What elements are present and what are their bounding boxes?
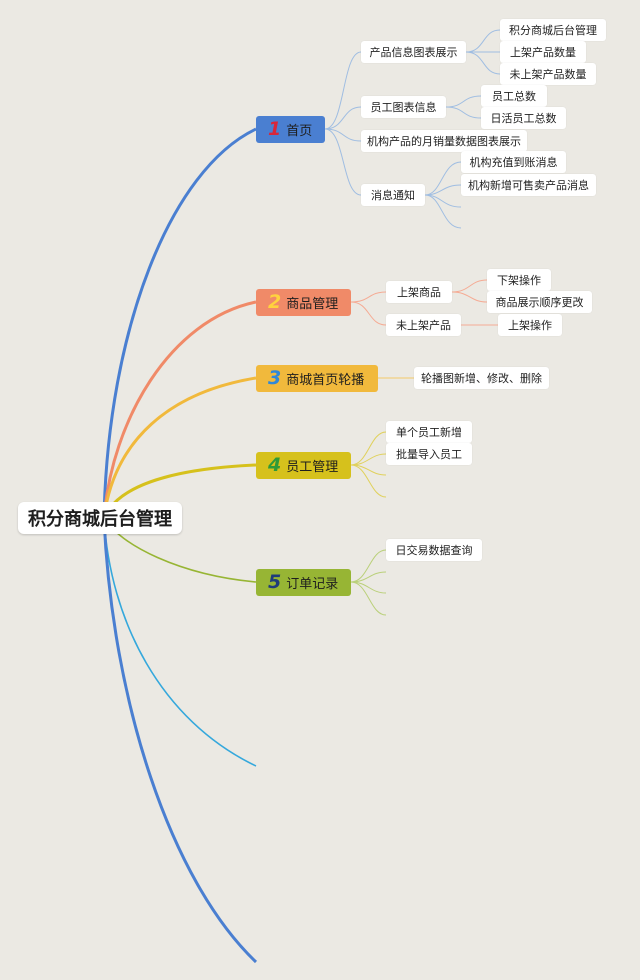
node-listed-goods-item-2[interactable]: 商品展示顺序更改 <box>487 291 592 313</box>
branch-4-label: 员工管理 <box>286 460 339 475</box>
branch-1-label: 首页 <box>286 124 313 139</box>
branch-1-node[interactable]: 1 首页 <box>256 116 325 143</box>
node-product-chart[interactable]: 产品信息图表展示 <box>361 41 466 63</box>
node-batch-import-staff[interactable]: 批量导入员工 <box>386 443 472 465</box>
root-node[interactable]: 积分商城后台管理 <box>18 502 182 534</box>
node-add-single-staff[interactable]: 单个员工新增 <box>386 421 472 443</box>
connector-root-branch-2 <box>102 300 257 519</box>
branch-2-node[interactable]: 2 商品管理 <box>256 289 351 316</box>
node-product-chart-item-3[interactable]: 未上架产品数量 <box>500 63 596 85</box>
branch-2-number: 2 <box>268 291 282 313</box>
branch-4-node[interactable]: 4 员工管理 <box>256 452 351 479</box>
node-listed-goods-item-1[interactable]: 下架操作 <box>487 269 551 291</box>
connector-root-branch-1 <box>102 127 257 519</box>
node-staff-chart[interactable]: 员工图表信息 <box>361 96 446 118</box>
node-carousel-crud[interactable]: 轮播图新增、修改、删除 <box>414 367 549 389</box>
node-notifications[interactable]: 消息通知 <box>361 184 425 206</box>
node-daily-transactions[interactable]: 日交易数据查询 <box>386 539 482 561</box>
node-product-chart-item-2[interactable]: 上架产品数量 <box>500 41 586 63</box>
node-unlisted-products[interactable]: 未上架产品 <box>386 314 461 336</box>
node-listed-goods[interactable]: 上架商品 <box>386 281 452 303</box>
branch-1-number: 1 <box>268 118 282 140</box>
node-monthly-sales-chart[interactable]: 机构产品的月销量数据图表展示 <box>361 130 527 152</box>
branch-5-label: 订单记录 <box>286 577 339 592</box>
node-staff-chart-item-2[interactable]: 日活员工总数 <box>481 107 566 129</box>
branch-3-label: 商城首页轮播 <box>286 373 365 388</box>
branch-3-node[interactable]: 3 商城首页轮播 <box>256 365 378 392</box>
branch-5-number: 5 <box>268 571 282 593</box>
connector-root-branch-3 <box>102 376 257 519</box>
node-unlisted-products-item-1[interactable]: 上架操作 <box>498 314 562 336</box>
node-staff-chart-item-1[interactable]: 员工总数 <box>481 85 547 107</box>
node-product-chart-item-1[interactable]: 积分商城后台管理 <box>500 19 606 41</box>
node-notifications-item-2[interactable]: 机构新增可售卖产品消息 <box>461 174 596 196</box>
node-notifications-item-1[interactable]: 机构充值到账消息 <box>461 151 566 173</box>
branch-4-number: 4 <box>268 454 282 476</box>
branch-5-node[interactable]: 5 订单记录 <box>256 569 351 596</box>
branch-2-label: 商品管理 <box>286 297 339 312</box>
connector-root-extra-1 <box>103 517 257 767</box>
connector-root-extra-2 <box>102 517 258 964</box>
branch-3-number: 3 <box>268 367 282 389</box>
